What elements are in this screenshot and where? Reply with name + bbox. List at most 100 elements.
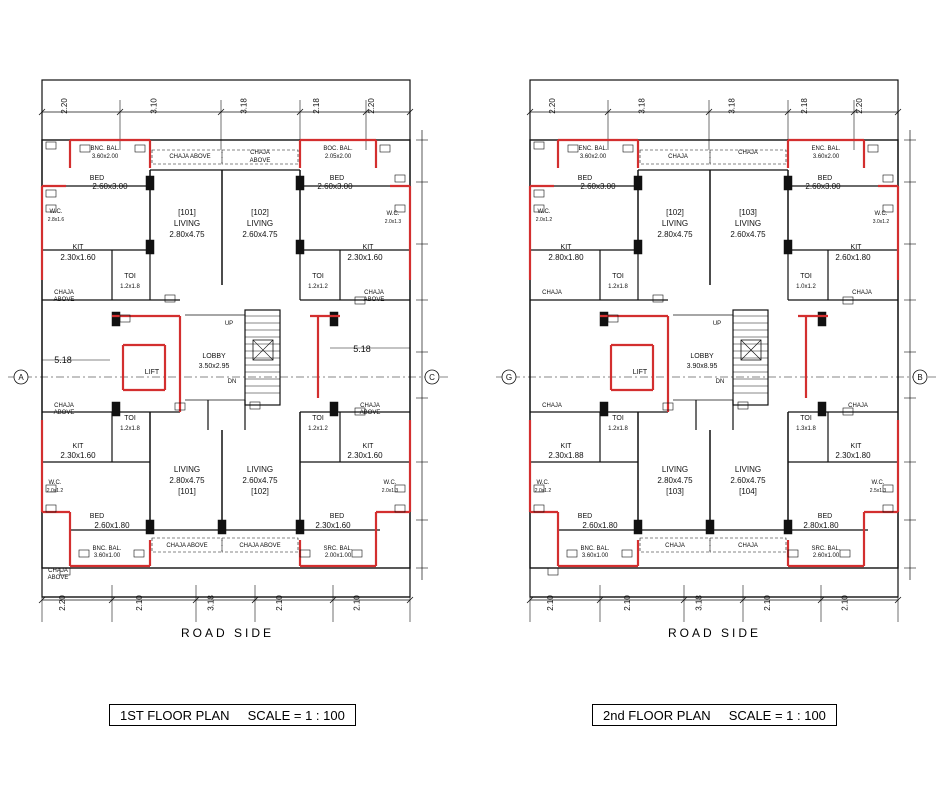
toilet-bottom-left-size: 1.2x1.8 bbox=[120, 426, 140, 432]
top-dimension-mark bbox=[894, 108, 902, 116]
fixture-symbol bbox=[533, 484, 545, 493]
fixture-symbol bbox=[842, 296, 854, 305]
wc-top-right-label: W.C. bbox=[387, 211, 400, 217]
column bbox=[145, 239, 155, 255]
column bbox=[145, 175, 155, 191]
top-dimension-mark bbox=[406, 108, 414, 116]
column bbox=[217, 519, 227, 535]
kitchen-bottom-left-size: 2.30x1.60 bbox=[60, 451, 96, 460]
fixture-symbol bbox=[45, 204, 57, 213]
bottom-dimension-value: 2.10 bbox=[353, 595, 362, 611]
balcony-bottom-right-size: 2.60x1.00 bbox=[813, 553, 840, 559]
column bbox=[633, 239, 643, 255]
fixture-symbol bbox=[45, 189, 57, 198]
living-bottom-left-size: 2.80x4.75 bbox=[657, 476, 693, 485]
toilet-bottom-right-size: 1.2x1.2 bbox=[308, 426, 328, 432]
wc-bottom-right-label: W.C. bbox=[384, 480, 397, 486]
living-top-right-size: 2.60x4.75 bbox=[242, 230, 278, 239]
fixture-symbol bbox=[867, 144, 879, 153]
column bbox=[329, 311, 339, 327]
lobby-size: 3.50x2.95 bbox=[199, 363, 230, 370]
kitchen-bottom-left-label: KIT bbox=[561, 443, 573, 450]
bottom-dimension-value: 2.10 bbox=[623, 595, 632, 611]
unit-number-bottom-left: [103] bbox=[666, 487, 684, 496]
chaja-top-1-label: CHAJA bbox=[668, 154, 688, 160]
living-bottom-right-label: LIVING bbox=[735, 465, 761, 474]
chaja-mid-left-label: CHAJA bbox=[54, 290, 74, 296]
top-dimension-value: 3.10 bbox=[150, 98, 159, 114]
fixture-symbol bbox=[394, 484, 406, 493]
fixture-symbol bbox=[622, 144, 634, 153]
balcony-top-left-label: ENC. BAL. bbox=[578, 146, 607, 152]
bottom-dimension-value: 2.10 bbox=[546, 595, 555, 611]
kitchen-top-left-label: KIT bbox=[73, 244, 85, 251]
grid-bubble-right bbox=[912, 369, 928, 385]
unit-number-top-left: [101] bbox=[178, 208, 196, 217]
chaja-bottom-right-label: CHAJA bbox=[360, 403, 380, 409]
top-dimension-value: 2.20 bbox=[367, 98, 376, 114]
bed-bottom-left-size: 2.60x1.80 bbox=[582, 521, 618, 530]
kitchen-bottom-right-label: KIT bbox=[363, 443, 375, 450]
top-dimension-value: 3.18 bbox=[240, 98, 249, 114]
top-dimension-mark bbox=[705, 108, 713, 116]
toilet-top-right-label: TOI bbox=[800, 273, 812, 280]
bed-top-right-size: 2.60x3.00 bbox=[805, 182, 841, 191]
stair-down-label: DN bbox=[716, 379, 725, 385]
centre-dimension-right: 5.18 bbox=[353, 344, 371, 354]
balcony-top-right-label: BOC. BAL. bbox=[323, 146, 353, 152]
toilet-top-right-label: TOI bbox=[312, 273, 324, 280]
chaja-zone bbox=[221, 149, 299, 165]
bottom-dimension-value: 2.10 bbox=[275, 595, 284, 611]
column bbox=[599, 401, 609, 417]
road-side-label-second: ROAD SIDE bbox=[668, 626, 762, 640]
wc-top-left-label: W.C. bbox=[538, 209, 551, 215]
toilet-bottom-right-label: TOI bbox=[800, 415, 812, 422]
chaja-zone bbox=[709, 537, 787, 553]
toilet-bottom-left-size: 1.2x1.8 bbox=[608, 426, 628, 432]
balcony-top-left-size: 3.60x2.00 bbox=[580, 154, 607, 160]
grid-bubble-left-label: A bbox=[18, 373, 24, 382]
balcony-top-right-size: 2.05x2.00 bbox=[325, 154, 352, 160]
fixture-symbol bbox=[45, 484, 57, 493]
top-dimension-mark bbox=[296, 108, 304, 116]
top-dimension-mark bbox=[116, 108, 124, 116]
column bbox=[599, 311, 609, 327]
chaja-bottom-2-label: CHAJA ABOVE bbox=[239, 543, 280, 549]
grid-bubble-left bbox=[13, 369, 29, 385]
balcony-bottom-left-label: BNC. BAL. bbox=[92, 546, 121, 552]
unit-number-top-right: [102] bbox=[251, 208, 269, 217]
staircase bbox=[244, 309, 281, 406]
fixture-symbol bbox=[787, 549, 799, 558]
living-bottom-right-size: 2.60x4.75 bbox=[242, 476, 278, 485]
fixture-symbol bbox=[45, 141, 57, 150]
fixture-symbol bbox=[351, 549, 363, 558]
chaja-zone bbox=[221, 537, 299, 553]
bed-top-right-label: BED bbox=[818, 175, 832, 182]
column bbox=[111, 401, 121, 417]
kitchen-top-right-size: 2.60x1.80 bbox=[835, 253, 871, 262]
grid-bubble-right-label: B bbox=[917, 373, 922, 382]
unit-number-bottom-right: [104] bbox=[739, 487, 757, 496]
fixture-symbol bbox=[533, 204, 545, 213]
chaja-top-1-label: CHAJA ABOVE bbox=[169, 154, 210, 160]
fixture-symbol bbox=[354, 407, 366, 416]
wc-top-left-size: 2.8x1.6 bbox=[48, 217, 65, 223]
bottom-dimension-mark bbox=[894, 596, 902, 604]
living-bottom-left-label: LIVING bbox=[662, 465, 688, 474]
kitchen-bottom-right-size: 2.30x1.60 bbox=[347, 451, 383, 460]
wc-bottom-left-label: W.C. bbox=[537, 480, 550, 486]
fixture-symbol bbox=[119, 314, 131, 323]
fixture-symbol bbox=[249, 401, 261, 410]
living-top-left-label: LIVING bbox=[174, 219, 200, 228]
toilet-bottom-right-size: 1.3x1.8 bbox=[796, 426, 816, 432]
fixture-symbol bbox=[174, 402, 186, 411]
unit-number-bottom-left: [101] bbox=[178, 487, 196, 496]
fixture-symbol bbox=[59, 567, 71, 576]
bed-bottom-right-label: BED bbox=[818, 513, 832, 520]
lift-label: LIFT bbox=[145, 369, 160, 376]
stair-up-label: UP bbox=[713, 321, 721, 327]
bottom-dimension-value: 2.20 bbox=[58, 595, 67, 611]
top-dimension-value: 2.18 bbox=[312, 98, 321, 114]
